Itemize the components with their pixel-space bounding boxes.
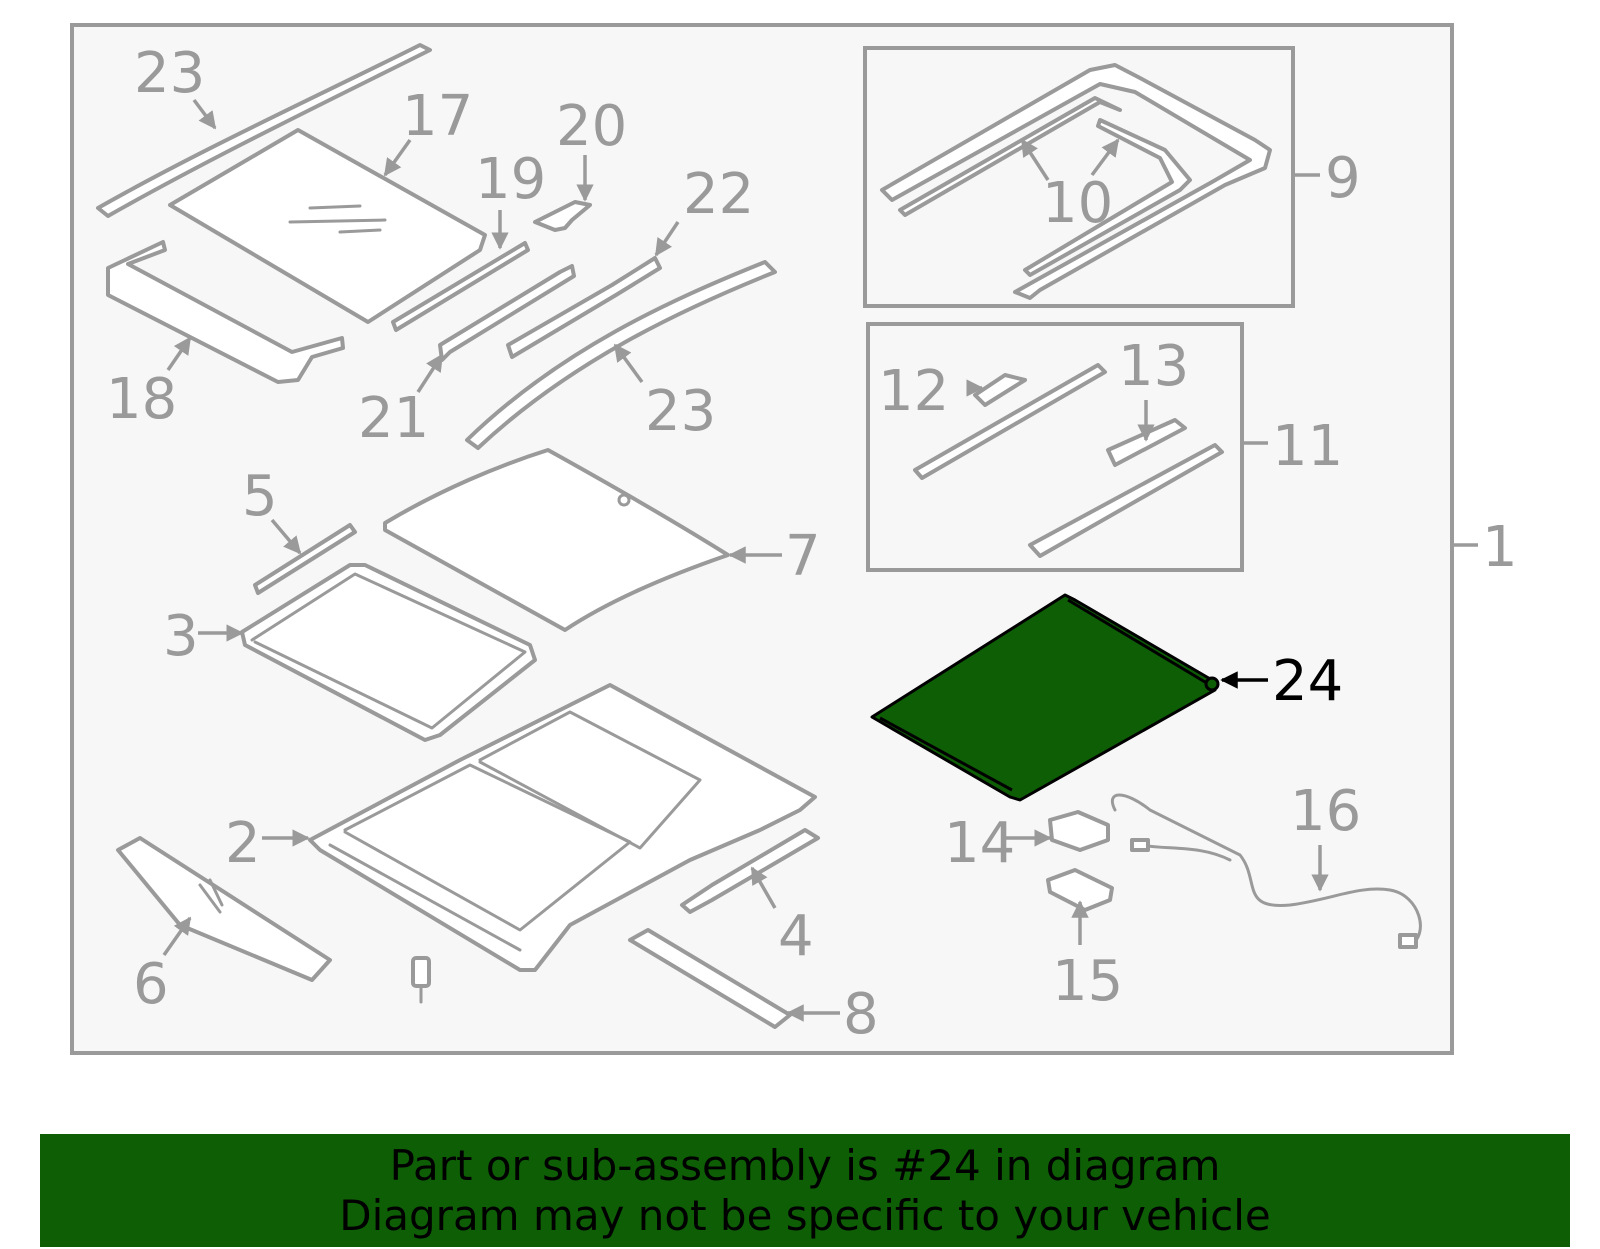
banner-line-disclaimer: Diagram may not be specific to your vehi… <box>339 1190 1271 1240</box>
bolt <box>411 956 431 1004</box>
part-22-bracket <box>506 256 662 359</box>
subassembly-box-9 <box>863 46 1295 308</box>
part-4-bracket <box>680 828 820 914</box>
subassembly-box-11 <box>866 322 1244 572</box>
callout-6: 6 <box>133 952 169 1017</box>
callout-16: 16 <box>1290 779 1361 844</box>
callout-1: 1 <box>1482 515 1518 580</box>
part-19-seal <box>391 241 530 332</box>
callout-13: 13 <box>1118 334 1189 399</box>
part-6-deflector <box>116 836 332 982</box>
part-16-wiring-harness <box>1111 793 1422 949</box>
callout-8: 8 <box>843 982 879 1047</box>
part-20-clip <box>533 200 592 232</box>
callout-2: 2 <box>225 811 261 876</box>
callout-10: 10 <box>1042 171 1113 236</box>
part-7-roof-panel <box>383 448 730 632</box>
part-18-frame <box>106 240 345 384</box>
info-banner: Part or sub-assembly is #24 in diagram D… <box>40 1134 1570 1247</box>
callout-23-top: 23 <box>134 41 205 106</box>
part-14-motor <box>1048 810 1110 852</box>
part-23-top-rail <box>96 43 432 218</box>
part-24-sunshade <box>870 593 1220 802</box>
part-17-glass-panel <box>168 128 487 324</box>
part-5-seal <box>253 523 357 595</box>
callout-11: 11 <box>1272 414 1343 479</box>
part-23-arc-rail <box>465 260 777 450</box>
part-15-module <box>1046 868 1114 912</box>
banner-line-part: Part or sub-assembly is #24 in diagram <box>389 1140 1221 1190</box>
part-11-rail-set <box>913 363 1224 558</box>
callout-15: 15 <box>1052 949 1123 1014</box>
callout-7: 7 <box>785 524 821 589</box>
callout-17: 17 <box>402 84 473 149</box>
callout-4: 4 <box>778 904 814 969</box>
callout-20: 20 <box>556 94 627 159</box>
callout-24: 24 <box>1272 649 1343 714</box>
part-2-roof-frame <box>308 683 817 972</box>
callout-22: 22 <box>683 162 754 227</box>
callout-23-arc: 23 <box>645 379 716 444</box>
callout-21: 21 <box>358 386 429 451</box>
callout-3: 3 <box>163 604 199 669</box>
part-12-bracket <box>973 373 1027 407</box>
callout-9: 9 <box>1325 146 1361 211</box>
callout-arrows <box>162 98 1478 1022</box>
callout-18: 18 <box>106 367 177 432</box>
part-3-seal-ring <box>240 563 537 742</box>
part-9-track-assembly <box>880 63 1272 300</box>
callout-14: 14 <box>944 811 1015 876</box>
callout-5: 5 <box>242 464 278 529</box>
callout-19: 19 <box>475 147 546 212</box>
callout-12: 12 <box>878 359 949 424</box>
